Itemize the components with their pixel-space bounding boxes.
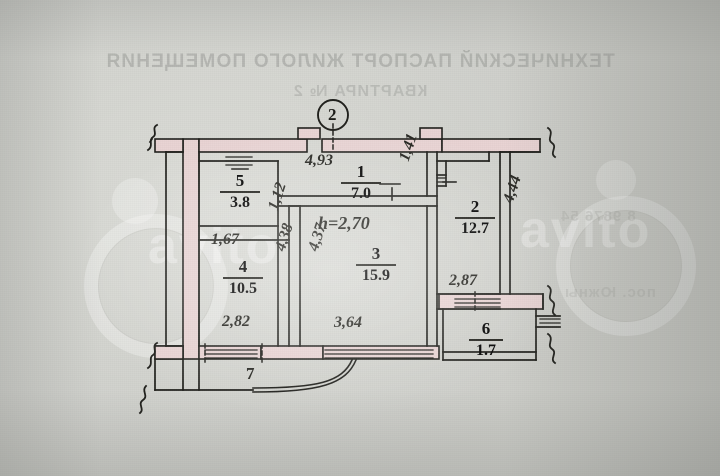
section-marker-2: 2 [328, 105, 337, 124]
